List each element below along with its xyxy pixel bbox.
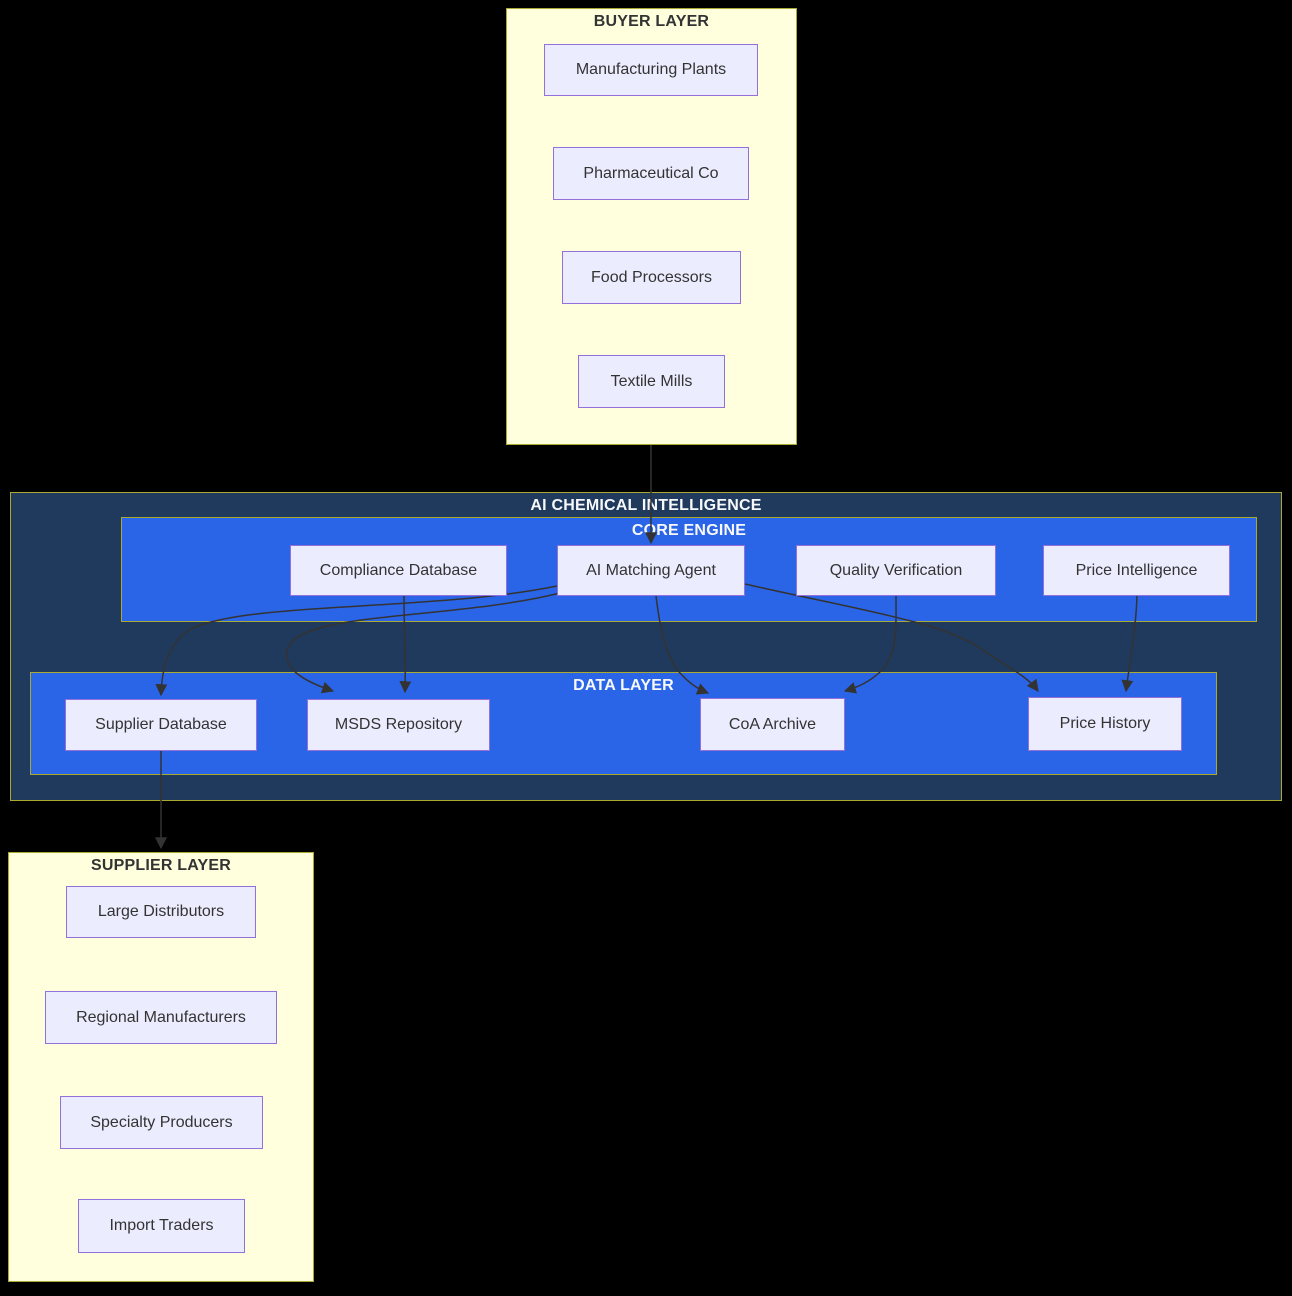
cluster-data-layer: DATA LAYER	[30, 672, 1217, 775]
node-price-history: Price History	[1028, 697, 1182, 751]
node-ai-matching-agent: AI Matching Agent	[557, 545, 745, 596]
node-compliance-database: Compliance Database	[290, 545, 507, 596]
node-pharmaceutical-co: Pharmaceutical Co	[553, 147, 749, 200]
node-supplier-database: Supplier Database	[65, 699, 257, 751]
cluster-buyer-layer-title: BUYER LAYER	[593, 13, 710, 30]
node-manufacturing-plants: Manufacturing Plants	[544, 44, 758, 96]
node-specialty-producers: Specialty Producers	[60, 1096, 263, 1149]
cluster-core-engine-title: CORE ENGINE	[631, 522, 747, 539]
edge-ai-matching-agent-to-msds-repository	[285, 592, 561, 694]
edge-quality-verification-to-coa-archive	[843, 595, 897, 694]
node-import-traders: Import Traders	[78, 1199, 245, 1253]
node-large-distributors: Large Distributors	[66, 886, 256, 938]
node-food-processors: Food Processors	[562, 251, 741, 304]
edge-compliance-database-to-msds-repository	[399, 595, 412, 694]
cluster-ai-chemical-intelligence-title: AI CHEMICAL INTELLIGENCE	[530, 497, 762, 514]
edge-ai-matching-agent-to-price-history	[744, 583, 1039, 692]
node-coa-archive: CoA Archive	[700, 698, 845, 751]
node-price-intelligence: Price Intelligence	[1043, 545, 1230, 596]
node-msds-repository: MSDS Repository	[307, 699, 490, 751]
node-textile-mills: Textile Mills	[578, 355, 725, 408]
edge-ai-matching-agent-to-supplier-database	[155, 585, 558, 697]
edge-ai-matching-agent-to-coa-archive	[655, 595, 710, 695]
node-regional-manufacturers: Regional Manufacturers	[45, 991, 277, 1044]
cluster-data-layer-title: DATA LAYER	[573, 677, 674, 694]
edge-price-intelligence-to-price-history	[1121, 595, 1138, 693]
node-quality-verification: Quality Verification	[796, 545, 996, 596]
cluster-supplier-layer-title: SUPPLIER LAYER	[90, 857, 232, 874]
